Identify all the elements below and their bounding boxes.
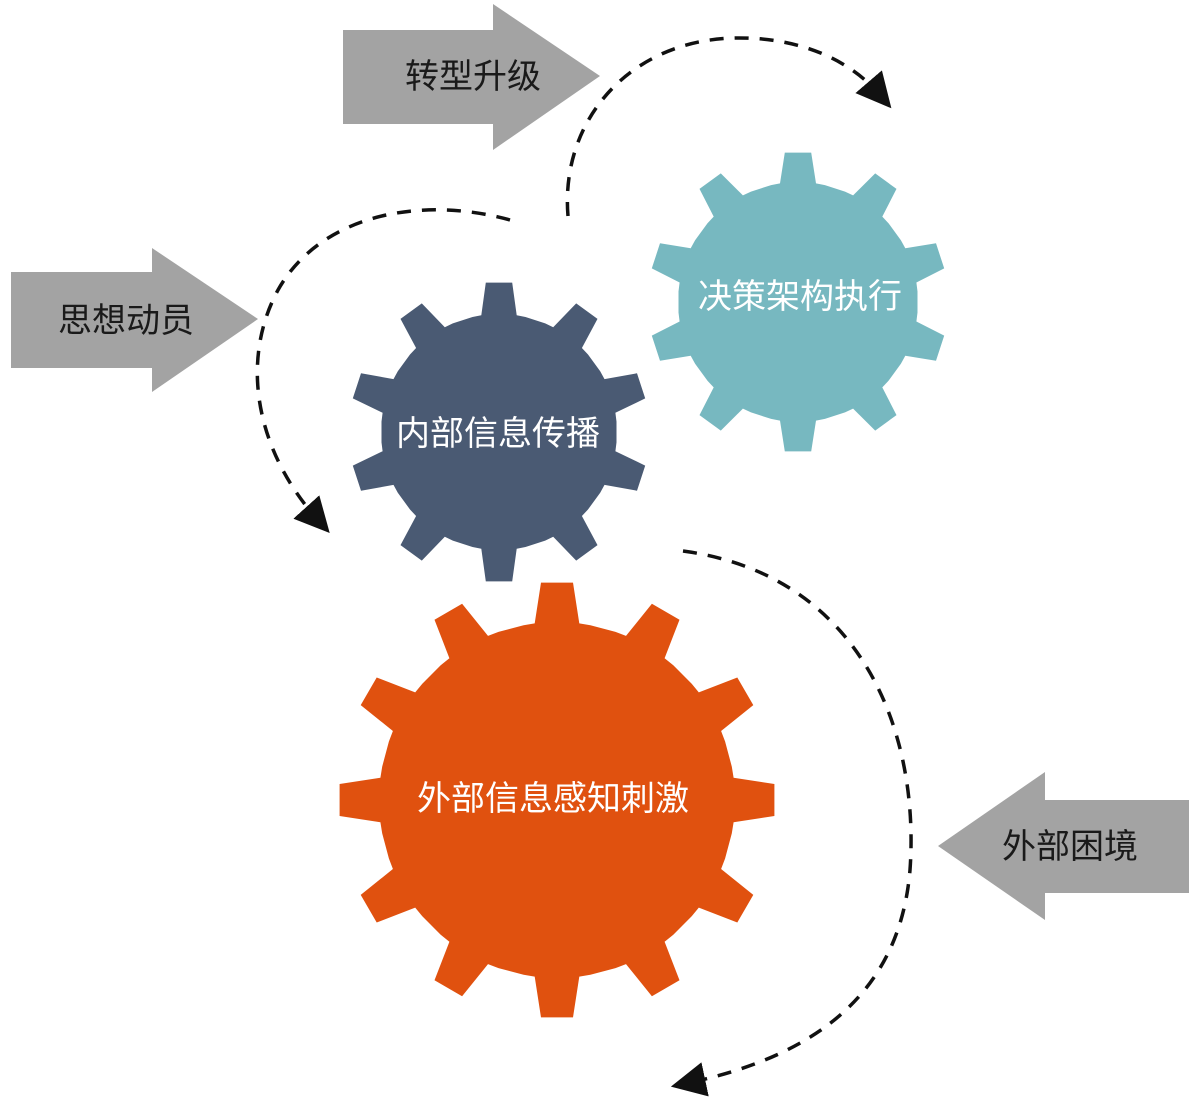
arrow-mobilize-label: 思想动员 [58,301,194,341]
gear-internal-info: 内部信息传播 [352,282,646,582]
gear-decision-shape [651,152,945,452]
arrow-transform: 转型升级 [343,4,600,150]
arrow-external-dilemma: 外部困境 [938,772,1189,920]
arrow-transform-label: 转型升级 [405,57,541,97]
gear-external-info: 外部信息感知刺激 [339,582,775,1018]
arrow-mobilize-shape [11,248,258,392]
connector-middle [255,208,511,534]
arrow-transform-shape [343,4,600,150]
gear-internal-info-label: 内部信息传播 [396,414,600,454]
connector-bottom [670,549,913,1097]
gear-external-info-label: 外部信息感知刺激 [417,779,689,819]
gear-decision: 决策架构执行 [651,152,945,452]
gear-internal-info-shape [352,282,646,582]
connector-top [565,36,892,217]
arrow-mobilize: 思想动员 [11,248,258,392]
arrow-external-dilemma-shape [938,772,1189,920]
arrow-external-dilemma-label: 外部困境 [1002,827,1138,867]
gear-external-info-shape [339,582,775,1018]
gear-decision-label: 决策架构执行 [698,277,902,317]
